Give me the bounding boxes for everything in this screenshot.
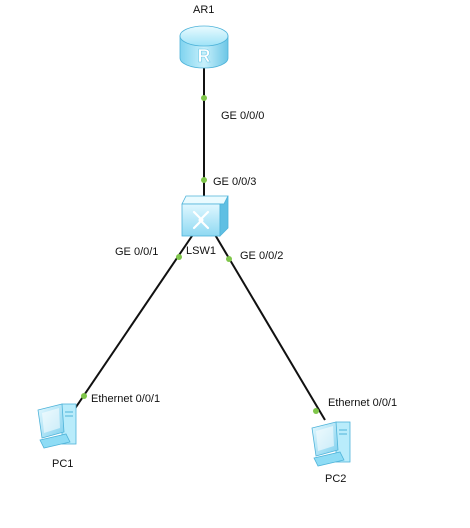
port-label-lsw1-ge003: GE 0/0/3	[213, 176, 257, 188]
port-label-lsw1-ge001: GE 0/0/1	[115, 246, 159, 258]
link-lsw1-pc1[interactable]	[73, 232, 195, 411]
port-label-lsw1-ge002: GE 0/0/2	[240, 250, 284, 262]
port-label-pc2-eth001: Ethernet 0/0/1	[328, 397, 398, 409]
router-label: AR1	[193, 4, 215, 16]
port-dot-lsw1-ge001	[176, 254, 182, 260]
svg-text:R: R	[198, 46, 211, 66]
link-lsw1-pc2[interactable]	[213, 232, 326, 421]
pc-icon-pc2[interactable]	[311, 421, 351, 467]
switch-icon[interactable]	[181, 195, 229, 237]
router-icon[interactable]: R	[179, 25, 229, 69]
pc-icon-pc1[interactable]	[37, 403, 77, 449]
port-label-ar1-ge000: GE 0/0/0	[221, 110, 265, 122]
port-dot-lsw1-ge002	[226, 256, 232, 262]
port-label-pc1-eth001: Ethernet 0/0/1	[91, 393, 161, 405]
pc1-label: PC1	[52, 458, 74, 470]
port-dot-pc1-eth001	[81, 393, 87, 399]
pc2-label: PC2	[325, 473, 347, 485]
port-dot-pc2-eth001	[313, 408, 319, 414]
switch-label: LSW1	[186, 245, 216, 257]
port-dot-ar1-ge000	[201, 95, 207, 101]
port-dot-lsw1-ge003	[201, 177, 207, 183]
